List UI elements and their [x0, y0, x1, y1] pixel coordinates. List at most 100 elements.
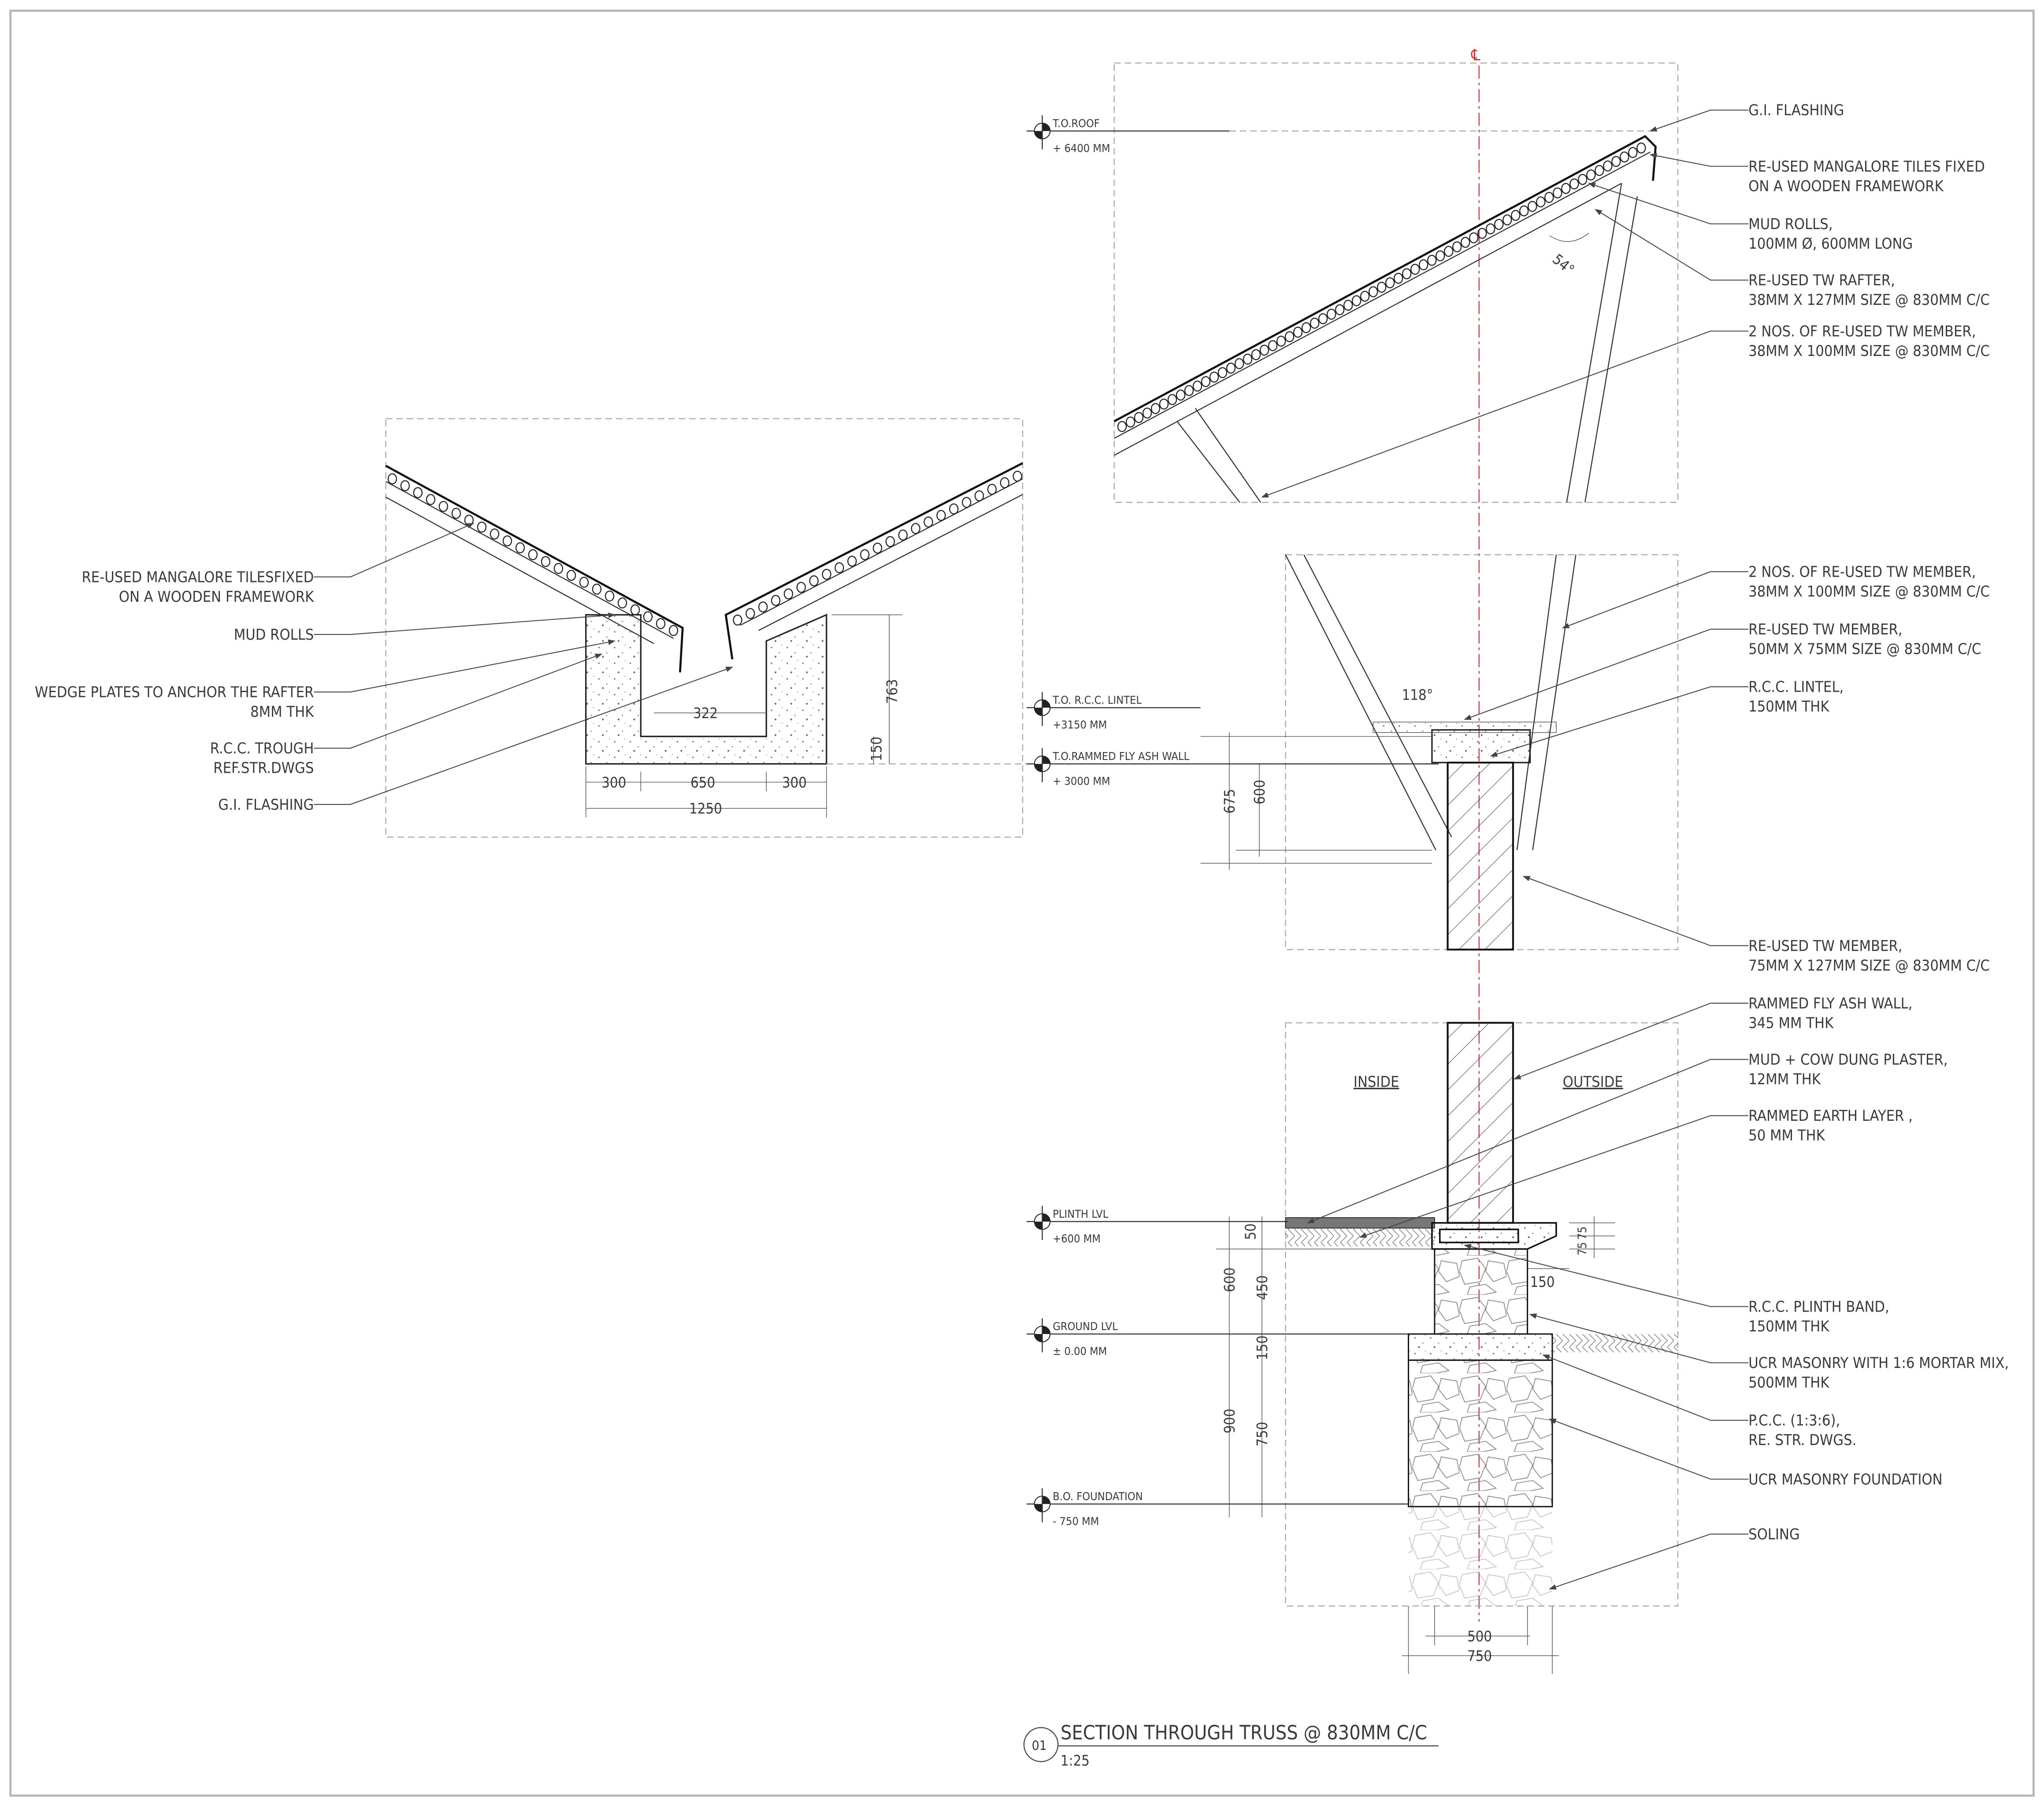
callout-line1: MUD + COW DUNG PLASTER, [1748, 1051, 1948, 1069]
pcc-layer [1408, 1333, 1553, 1361]
title-text: SECTION THROUGH TRUSS @ 830MM C/C [1061, 1722, 1427, 1744]
tile-icon [528, 549, 538, 560]
callout: WEDGE PLATES TO ANCHOR THE RAFTER 8MM THK [35, 639, 616, 721]
tile-icon [1276, 335, 1286, 347]
tile-icon [1318, 313, 1328, 324]
tile-icon [1259, 345, 1269, 356]
tile-icon [1620, 151, 1629, 163]
roof-section: 54° [1113, 135, 1657, 503]
callout-line1: RAMMED EARTH LAYER , [1748, 1107, 1913, 1125]
tile-icon [911, 523, 920, 534]
tile-icon [1117, 421, 1127, 432]
trough-section: 300 650 300 1250 322 763 150 [385, 462, 1439, 818]
callout-line2: ON A WOODEN FRAMEWORK [1748, 178, 1944, 195]
callout-line1: UCR MASONRY WITH 1:6 MORTAR MIX, [1748, 1354, 2009, 1372]
callout-line2: 8MM THK [250, 703, 314, 721]
tile-icon [1410, 263, 1420, 275]
zone-inside: INSIDE [1354, 1073, 1399, 1091]
tile-icon [1150, 403, 1161, 414]
callout: UCR MASONRY WITH 1:6 MORTAR MIX,500MM TH… [1529, 1313, 2009, 1392]
tile-icon [1461, 237, 1470, 248]
callout-line1: RE-USED MANGALORE TILES FIXED [1748, 158, 1985, 175]
tile-icon [835, 562, 844, 574]
centerline-symbol: ℄ [1471, 46, 1480, 64]
tile-icon [1553, 187, 1562, 199]
tile-icon [898, 530, 908, 541]
strut-angle: 118° [1402, 686, 1433, 703]
callout-line2: 150MM THK [1748, 698, 1829, 715]
callout: G.I. FLASHING [1649, 102, 1844, 132]
level-value: - 750 MM [1053, 1515, 1099, 1527]
callout-line1: G.I. FLASHING [1748, 102, 1844, 119]
tile-icon [1226, 363, 1236, 374]
callout-line1: SOLING [1748, 1526, 1800, 1543]
rammed-wall-upper [1447, 761, 1514, 951]
level-marker: T.O.ROOF+ 6400 MM [1026, 115, 1651, 155]
dim-675: 675 [1221, 789, 1238, 814]
callout: UCR MASONRY FOUNDATION [1549, 1418, 1943, 1488]
tile-icon [1192, 380, 1202, 392]
tile-icon [1628, 147, 1638, 158]
tile-icon [668, 625, 679, 636]
level-name: T.O.ROOF [1052, 117, 1100, 130]
level-name: T.O. R.C.C. LINTEL [1052, 693, 1142, 706]
level-marker: PLINTH LVL +600 MM [1026, 1206, 1288, 1245]
tile-icon [1243, 353, 1253, 365]
tile-icon [1444, 246, 1454, 257]
dim-750: 750 [1467, 1648, 1492, 1664]
callout-line1: P.C.C. (1:3:6), [1748, 1412, 1840, 1430]
tile-icon [643, 611, 653, 623]
tile-icon [987, 484, 997, 495]
dim-150: 150 [868, 737, 885, 761]
tile-icon [1528, 201, 1537, 212]
dim-322: 322 [693, 705, 718, 722]
tile-icon [566, 570, 576, 581]
tile-icon [1176, 389, 1186, 401]
level-markers: T.O.ROOF+ 6400 MMT.O. R.C.C. LINTEL+3150… [1026, 115, 1651, 1527]
callout-line1: RE-USED MANGALORE TILESFIXED [82, 568, 314, 586]
tile-icon [1159, 398, 1169, 410]
tile-icon [949, 503, 959, 515]
callout-line1: R.C.C. PLINTH BAND, [1748, 1298, 1889, 1316]
tile-icon [490, 528, 500, 540]
level-name: PLINTH LVL [1053, 1208, 1108, 1220]
callout: RE-USED TW RAFTER,38MM X 127MM SIZE @ 83… [1595, 209, 1990, 309]
dim-1250: 1250 [689, 801, 722, 817]
level-value: + 3000 MM [1053, 775, 1110, 787]
callout: R.C.C. LINTEL, 150MM THK [1490, 678, 1844, 757]
tile-icon [1494, 219, 1504, 230]
tile-icon [1586, 169, 1596, 181]
tile-icon [1519, 205, 1529, 217]
tile-icon [809, 575, 819, 586]
callout: RAMMED FLY ASH WALL,345 MM THK [1514, 995, 1912, 1080]
tile-icon [1201, 376, 1211, 387]
left-callouts: RE-USED MANGALORE TILESFIXED ON A WOODEN … [35, 523, 734, 814]
tile-icon [1000, 477, 1009, 489]
ucr-foundation [1408, 1359, 1553, 1508]
tile-icon [1217, 367, 1228, 378]
sheet-border [9, 9, 2035, 1797]
tile-icon [1427, 255, 1437, 266]
callout: RE-USED MANGALORE TILES FIXED ON A WOODE… [1649, 153, 1985, 195]
level-value: +600 MM [1053, 1232, 1101, 1245]
tile-icon [1142, 408, 1152, 419]
tile-icon [451, 508, 461, 519]
tile-icon [1360, 290, 1370, 302]
callout-line1: WEDGE PLATES TO ANCHOR THE RAFTER [35, 684, 314, 701]
callout-line2: 38MM X 127MM SIZE @ 830MM C/C [1748, 291, 1990, 309]
callout-line1: RE-USED TW MEMBER, [1748, 937, 1902, 955]
tile-icon [1309, 318, 1320, 329]
tile-icon [974, 490, 984, 501]
callout: RE-USED TW MEMBER,75MM X 127MM SIZE @ 83… [1522, 876, 1990, 975]
level-name: B.O. FOUNDATION [1053, 1490, 1143, 1503]
callout-line1: UCR MASONRY FOUNDATION [1748, 1471, 1942, 1488]
tile-icon [387, 473, 397, 485]
dim-450: 450 [1254, 1275, 1271, 1300]
callout: R.C.C. PLINTH BAND,150MM THK [1464, 1244, 1889, 1335]
callout: RAMMED EARTH LAYER ,50 MM THK [1359, 1107, 1913, 1238]
tile-icon [1452, 241, 1462, 252]
callout-line1: R.C.C. LINTEL, [1748, 678, 1844, 696]
callout-line1: 2 NOS. OF RE-USED TW MEMBER, [1748, 322, 1976, 340]
level-marker: T.O.RAMMED FLY ASH WALL+ 3000 MM [1026, 748, 1439, 787]
callout-line2: ON A WOODEN FRAMEWORK [119, 588, 314, 606]
